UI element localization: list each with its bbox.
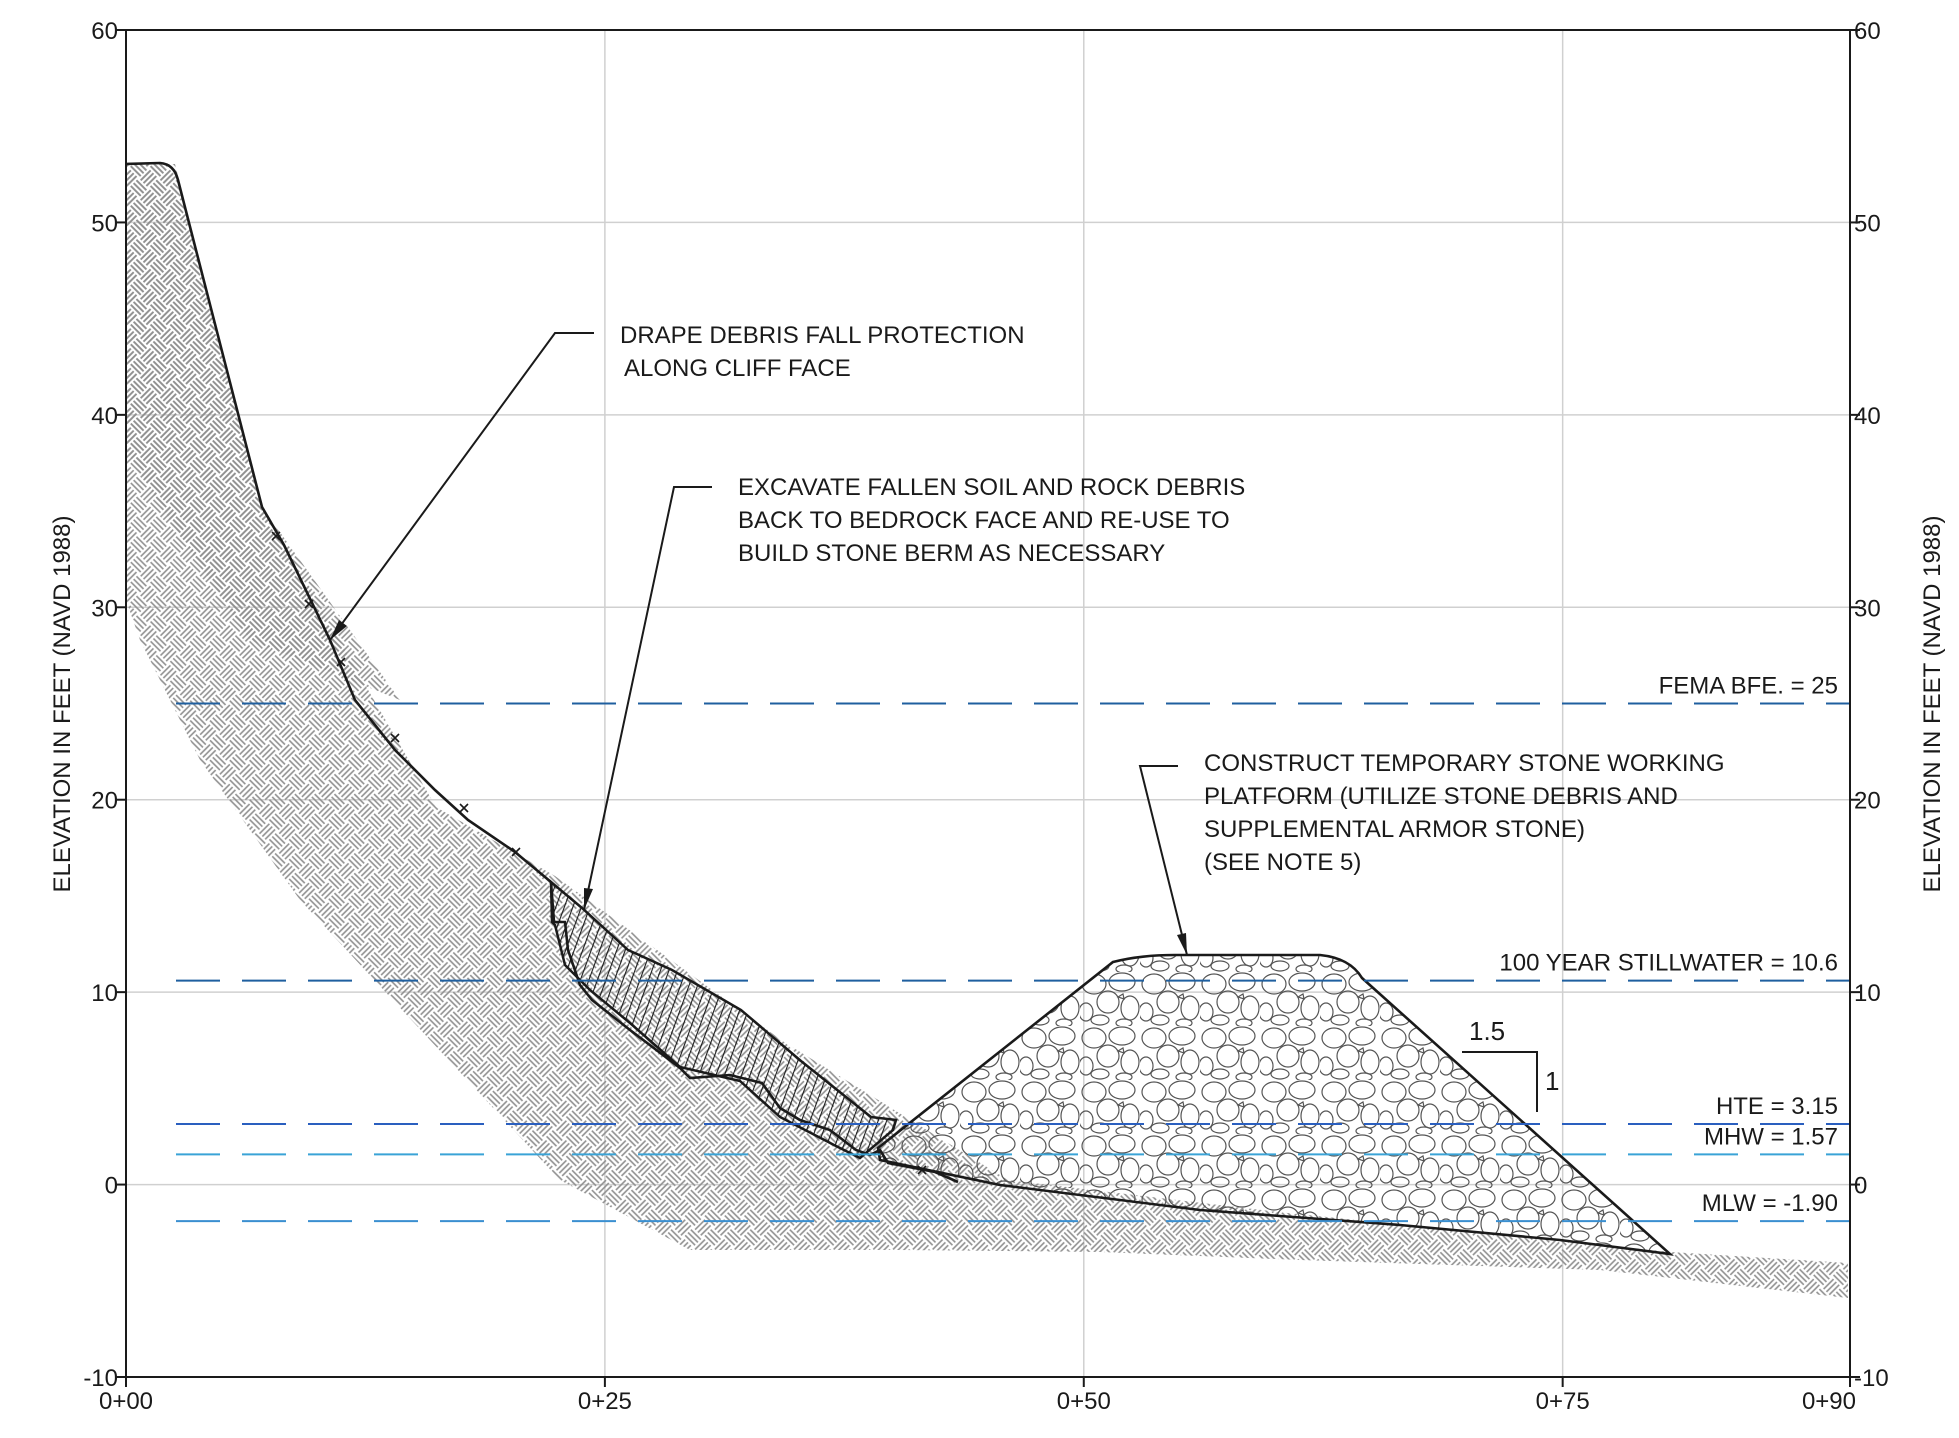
arrowhead-excavate xyxy=(584,888,593,910)
bedrock-upper-fill xyxy=(126,164,400,700)
y-tick-label-right-3: 30 xyxy=(1854,595,1881,622)
note-drape-line-1: DRAPE DEBRIS FALL PROTECTION xyxy=(620,322,1025,349)
plot-frame xyxy=(125,29,1851,1378)
note-excavate-debris: EXCAVATE FALLEN SOIL AND ROCK DEBRIS BAC… xyxy=(583,474,1245,911)
x-tick-label-0: 0+00 xyxy=(99,1388,153,1415)
note-platform-line-3: SUPPLEMENTAL ARMOR STONE) xyxy=(1204,816,1585,843)
x-tick-label-1: 0+25 xyxy=(578,1388,632,1415)
y-tick-label-right-0: 60 xyxy=(1854,18,1881,45)
axes xyxy=(125,29,1851,1378)
leader-excavate xyxy=(583,486,712,911)
y-tick-label-right-1: 50 xyxy=(1854,210,1881,237)
note-excavate-line-2: BACK TO BEDROCK FACE AND RE-USE TO xyxy=(738,507,1230,534)
y-tick-label-right-4: 20 xyxy=(1854,788,1881,815)
cliff-outline xyxy=(125,161,959,1184)
y-tick-label-left-4: 20 xyxy=(91,788,118,815)
stone-platform xyxy=(876,953,1674,1256)
note-excavate-line-1: EXCAVATE FALLEN SOIL AND ROCK DEBRIS xyxy=(738,474,1245,501)
note-drape-line-2: ALONG CLIFF FACE xyxy=(624,355,851,382)
water-level-label-1: 100 YEAR STILLWATER = 10.6 xyxy=(1499,950,1838,977)
x-tick-label-4: 0+90 xyxy=(1802,1388,1856,1415)
water-levels: FEMA BFE. = 25 100 YEAR STILLWATER = 10.6… xyxy=(176,673,1850,1223)
slope-horizontal-label: 1.5 xyxy=(1469,1016,1505,1046)
water-level-label-2: HTE = 3.15 xyxy=(1716,1093,1838,1120)
y-tick-label-right-7: -10 xyxy=(1854,1365,1889,1392)
water-level-label-0: FEMA BFE. = 25 xyxy=(1659,673,1838,700)
y-tick-label-right-6: 0 xyxy=(1854,1173,1867,1200)
note-excavate-line-3: BUILD STONE BERM AS NECESSARY xyxy=(738,540,1165,567)
note-platform-line-2: PLATFORM (UTILIZE STONE DEBRIS AND xyxy=(1204,783,1678,810)
water-level-label-3: MHW = 1.57 xyxy=(1704,1123,1838,1150)
y-tick-label-left-7: -10 xyxy=(83,1365,118,1392)
material-layer xyxy=(125,161,1848,1298)
drape-protection-markers xyxy=(271,531,927,1175)
arrowhead-platform xyxy=(1177,933,1187,955)
note-stone-platform: CONSTRUCT TEMPORARY STONE WORKING PLATFO… xyxy=(1138,750,1725,956)
note-platform-line-4: (SEE NOTE 5) xyxy=(1204,849,1361,876)
y-tick-label-left-1: 50 xyxy=(91,210,118,237)
note-drape-debris: DRAPE DEBRIS FALL PROTECTION ALONG CLIFF… xyxy=(329,322,1025,641)
x-tick-label-2: 0+50 xyxy=(1057,1388,1111,1415)
slope-vertical-label: 1 xyxy=(1545,1066,1559,1096)
y-tick-label-left-3: 30 xyxy=(91,595,118,622)
y-tick-label-left-0: 60 xyxy=(91,18,118,45)
y-tick-label-left-5: 10 xyxy=(91,980,118,1007)
slope-triangle xyxy=(1462,1051,1538,1112)
y-tick-label-left-6: 0 xyxy=(105,1173,118,1200)
y-axis-title-left: ELEVATION IN FEET (NAVD 1988) xyxy=(49,516,76,893)
debris-hatch-area xyxy=(549,879,898,1160)
leader-drape xyxy=(329,332,594,641)
y-axis-title-right: ELEVATION IN FEET (NAVD 1988) xyxy=(1919,516,1946,893)
y-tick-label-right-5: 10 xyxy=(1854,980,1881,1007)
y-tick-label-right-2: 40 xyxy=(1854,403,1881,430)
leader-platform xyxy=(1138,765,1188,956)
bedrock-hatch-area xyxy=(126,164,1848,1298)
arrowhead-drape xyxy=(330,620,347,640)
y-tick-label-left-2: 40 xyxy=(91,403,118,430)
x-tick-label-3: 0+75 xyxy=(1536,1388,1590,1415)
water-level-label-4: MLW = -1.90 xyxy=(1702,1190,1838,1217)
slope-indicator: 1.5 1 xyxy=(1462,1016,1559,1112)
note-platform-line-1: CONSTRUCT TEMPORARY STONE WORKING xyxy=(1204,750,1725,777)
